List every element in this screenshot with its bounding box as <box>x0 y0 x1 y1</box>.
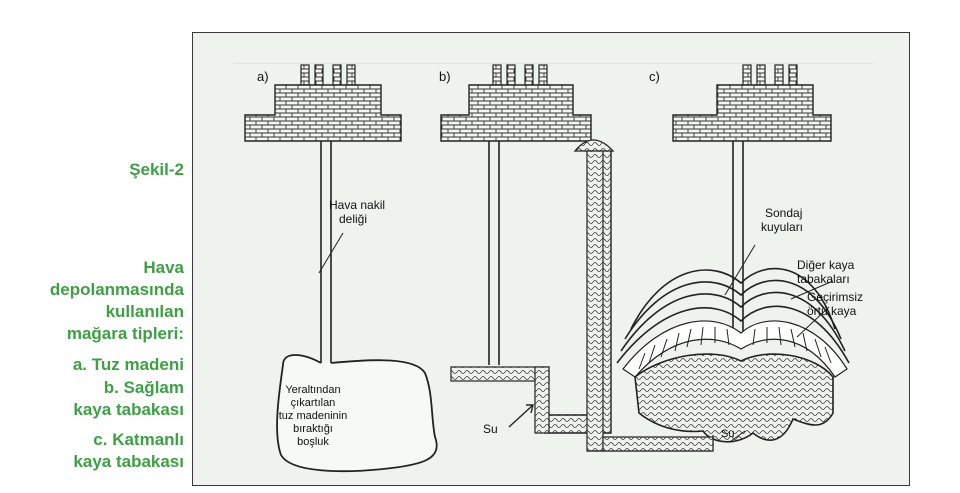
background-text-texture <box>233 63 873 64</box>
label-impermeable-1: Geçirimsiz <box>807 290 863 304</box>
label-impermeable-2: örtü kaya <box>807 304 857 318</box>
caption-line-4: mağara tipleri: <box>66 324 184 343</box>
label-cavity-2: çıkartılan <box>291 397 336 409</box>
caption-line-6: b. Sağlam <box>103 378 184 397</box>
caption-line-3: kullanılan <box>105 302 184 321</box>
caption-line-9: kaya tabakası <box>73 452 184 471</box>
panel-c-tag: c) <box>649 69 660 84</box>
label-wells-1: Sondaj <box>765 206 802 220</box>
caption-line-5: a. Tuz madeni <box>72 355 184 374</box>
salt-cavity <box>276 354 438 473</box>
label-cavity-3: tuz madeninin <box>279 410 348 422</box>
cavern-types-figure: a) b) c) Hava nakil deliği Yeraltından ç… <box>192 32 910 486</box>
chimney-a3 <box>332 64 342 86</box>
label-other-layers-1: Diğer kaya <box>797 258 855 272</box>
label-cavity-5: boşluk <box>297 436 329 448</box>
label-air-hole-2: deliği <box>339 212 367 226</box>
building-a <box>244 84 402 142</box>
chimney-a1 <box>300 64 310 86</box>
panel-b-solid-rock <box>440 64 612 434</box>
label-cavity-1: Yeraltından <box>285 384 340 396</box>
caption-line-7: kaya tabakası <box>73 400 184 419</box>
label-water-c: Su <box>721 428 734 440</box>
chimney-a4 <box>346 64 356 86</box>
panel-b-tag: b) <box>439 69 451 84</box>
caption-line-8: c. Katmanlı <box>93 430 184 449</box>
figure-label: Şekil-2 <box>129 160 184 179</box>
label-other-layers-2: tabakaları <box>797 272 850 286</box>
panel-c-layered-rock <box>573 64 850 452</box>
panel-a-tag: a) <box>257 69 269 84</box>
cavern-diagram: a) b) c) Hava nakil deliği Yeraltından ç… <box>233 63 873 473</box>
label-cavity-4: bıraktığı <box>293 423 333 435</box>
label-wells-2: kuyuları <box>761 220 803 234</box>
caption-line-2: depolanmasında <box>49 280 184 299</box>
chimney-a2 <box>314 64 324 86</box>
layered-reservoir <box>634 353 834 443</box>
figure-caption: Şekil-2 Hava depolanmasında kullanılan m… <box>0 0 192 493</box>
label-air-hole-1: Hava nakil <box>329 198 385 212</box>
label-water-b: Su <box>483 422 498 436</box>
building-b <box>440 84 592 142</box>
building-c <box>672 84 832 142</box>
caption-line-1: Hava <box>143 258 184 277</box>
panel-a-salt-mine <box>244 64 438 473</box>
